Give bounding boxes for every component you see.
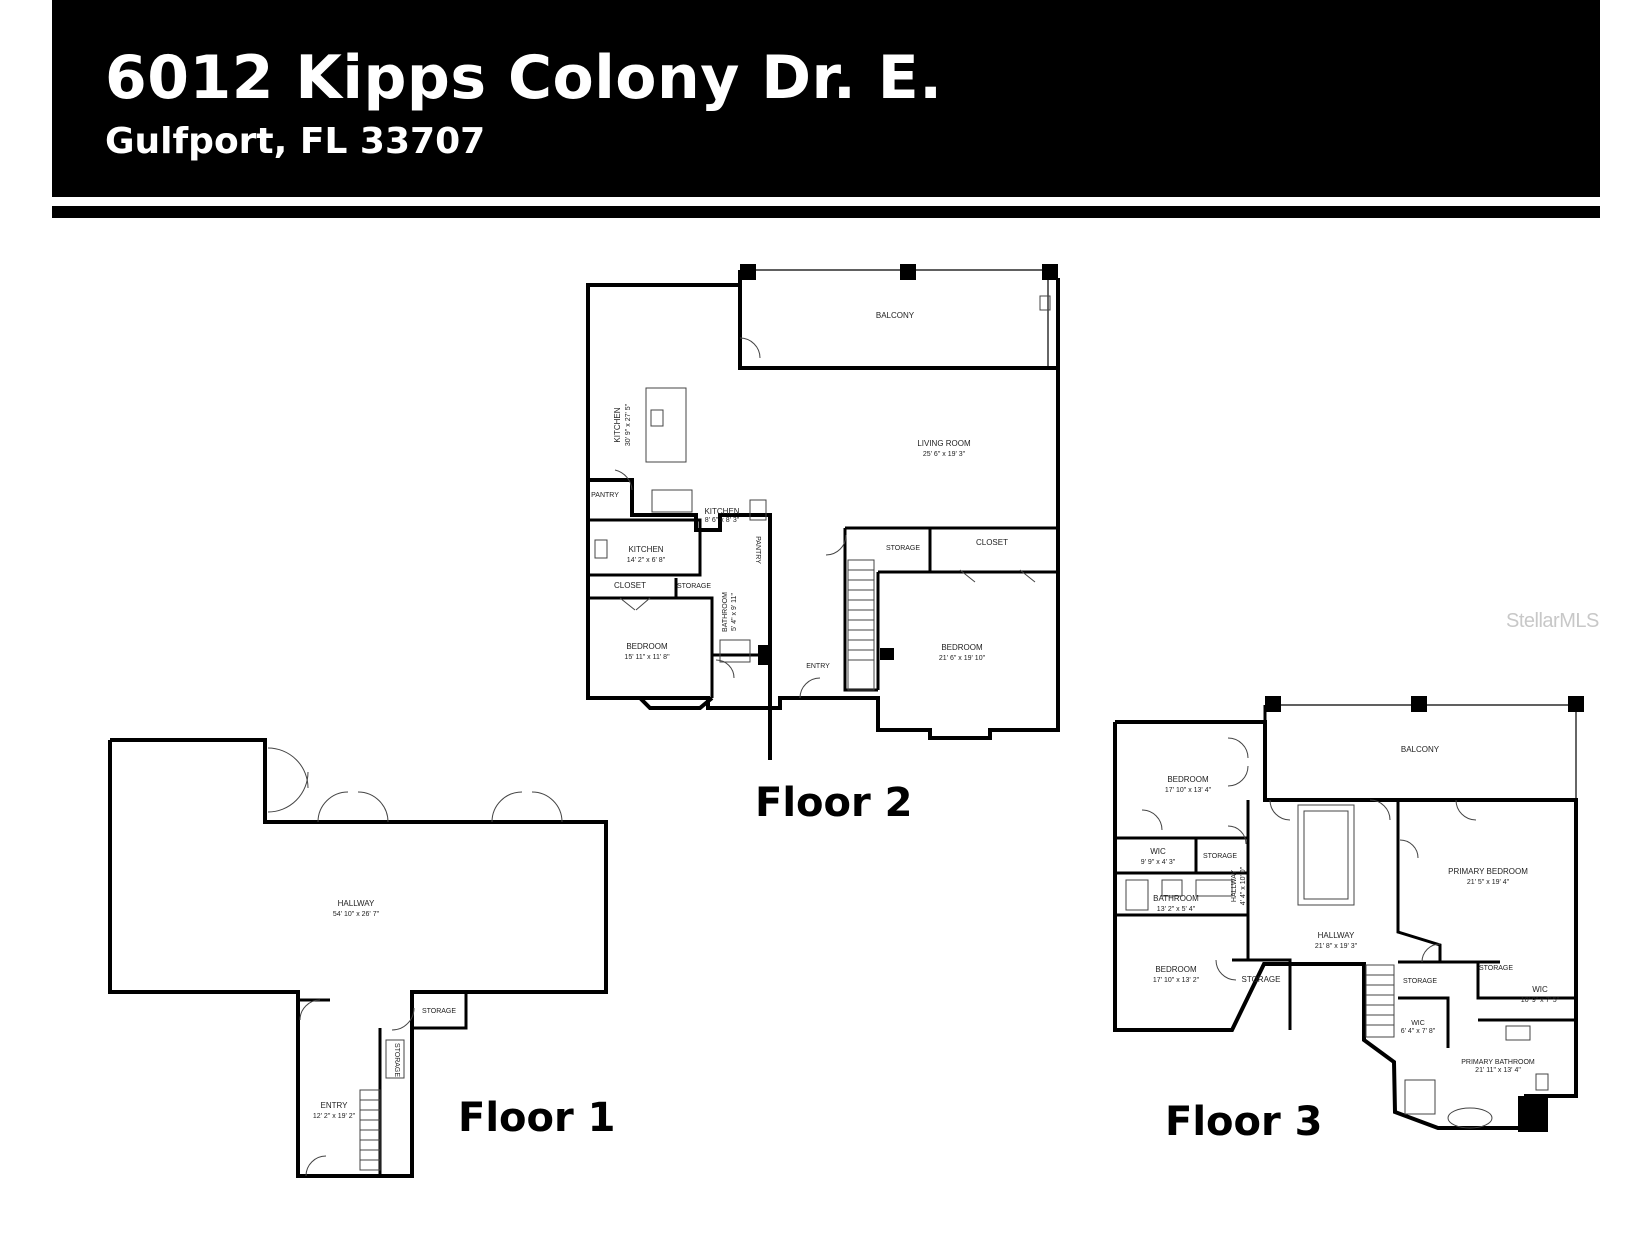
floor2-balcony-wall: [738, 270, 1058, 370]
address-city-line: Gulfport, FL 33707: [105, 121, 486, 162]
address-title: 6012 Kipps Colony Dr. E.: [105, 43, 943, 113]
room-label: BALCONY: [1401, 745, 1440, 754]
room-label: HALLWAY: [338, 899, 375, 908]
floor3-details: [1125, 737, 1549, 1129]
room-label: BATHROOM: [1153, 894, 1199, 903]
room-label: PRIMARY BEDROOM: [1448, 867, 1528, 876]
kitchen-island: [645, 387, 687, 463]
room-label: WIC: [1411, 1020, 1425, 1027]
floor2-bedroom1-wall: [588, 696, 714, 710]
room-dimensions: 25' 6" x 19' 3": [923, 451, 966, 458]
room-label: BEDROOM: [1155, 965, 1197, 974]
floor1-label: Floor 1: [458, 1095, 616, 1141]
room-dimensions: 10' 9" x 7' 5": [1521, 997, 1560, 1004]
room-label: STORAGE: [1242, 975, 1281, 984]
room-label: PRIMARY BATHROOM: [1461, 1059, 1535, 1066]
room-dimensions: 4' 4" x 10' 0": [1240, 866, 1247, 905]
room-label: BALCONY: [876, 311, 915, 320]
floor2-label: Floor 2: [755, 780, 913, 826]
room-label: STORAGE: [886, 545, 920, 552]
room-dimensions: 13' 2" x 5' 4": [1157, 906, 1196, 913]
room-dimensions: 21' 8" x 19' 3": [1315, 943, 1358, 950]
floor1-room-labels: HALLWAY 54' 10" x 26' 7" STORAGE ENTRY 1…: [313, 899, 457, 1120]
room-dimensions: 17' 10" x 13' 4": [1165, 787, 1212, 794]
room-label: CLOSET: [614, 581, 646, 590]
room-label: WIC: [1150, 847, 1166, 856]
room-label: LIVING ROOM: [917, 439, 971, 448]
floor3-plan: [1113, 704, 1578, 1130]
floor1-stairs: [359, 1039, 405, 1171]
room-dimensions: 21' 11" x 13' 4": [1475, 1067, 1521, 1074]
room-label: STORAGE: [677, 583, 711, 590]
floor2-outer-wall: [586, 278, 1060, 740]
room-label: BEDROOM: [626, 642, 668, 651]
floor1-details: [267, 747, 563, 1177]
room-label: STORAGE: [1403, 978, 1437, 985]
stellarmls-watermark: StellarMLS: [1506, 610, 1599, 632]
room-dimensions: 5' 4" x 9' 11": [731, 593, 738, 631]
room-dimensions: 17' 10" x 13' 2": [1153, 977, 1200, 984]
room-label: PANTRY: [591, 492, 619, 499]
room-label: STORAGE: [1479, 965, 1513, 972]
floor2-closet-wall: [588, 596, 770, 657]
floor2-room-labels: BALCONY KITCHEN 30' 9" x 27' 5" LIVING R…: [591, 311, 1008, 670]
floor2-stairs: [847, 559, 875, 691]
room-label: STORAGE: [422, 1008, 456, 1015]
tub: [1447, 1107, 1493, 1129]
room-label: BATHROOM: [722, 592, 729, 632]
floor2-kitchen2-wall: [588, 518, 702, 577]
floor3-room-labels: BALCONY BEDROOM 17' 10" x 13' 4" WIC 9' …: [1141, 745, 1560, 1074]
floor2-kitchen-wall: [588, 478, 772, 760]
floor3-label: Floor 3: [1165, 1099, 1323, 1145]
room-label: BEDROOM: [1167, 775, 1209, 784]
room-dimensions: 8' 6" x 8' 3": [705, 517, 740, 524]
room-label: STORAGE: [1203, 853, 1237, 860]
floor2-stair-side: [843, 528, 878, 692]
floor2-plan: [586, 269, 1060, 760]
floor2-details: [594, 295, 1051, 699]
room-label: KITCHEN: [628, 545, 663, 554]
header-rule: [52, 206, 1600, 218]
floor3-stairs: [1365, 964, 1395, 1038]
room-dimensions: 9' 9" x 4' 3": [1141, 859, 1176, 866]
room-dimensions: 14' 2" x 6' 8": [627, 557, 666, 564]
room-label: PANTRY: [754, 536, 761, 564]
room-label: ENTRY: [321, 1101, 349, 1110]
bathtub: [1125, 879, 1149, 911]
room-label: STORAGE: [393, 1043, 400, 1077]
room-label: HALLWAY: [1231, 870, 1238, 902]
room-label: HALLWAY: [1318, 931, 1355, 940]
room-dimensions: 21' 6" x 19' 10": [939, 655, 986, 662]
floor3-outer-wall: [1113, 720, 1578, 1130]
shower: [1404, 1079, 1436, 1115]
floor1-storage-wall: [412, 990, 468, 1030]
room-dimensions: 21' 5" x 19' 4": [1467, 879, 1510, 886]
room-dimensions: 30' 9" x 27' 5": [625, 403, 632, 446]
room-label: WIC: [1532, 985, 1548, 994]
room-dimensions: 6' 4" x 7' 8": [1401, 1028, 1436, 1035]
room-label: KITCHEN: [704, 507, 739, 516]
header-banner: [52, 0, 1600, 197]
floor3-columns: [1265, 696, 1584, 1132]
room-label: CLOSET: [976, 538, 1008, 547]
room-label: KITCHEN: [613, 407, 622, 442]
open-to-below: [1297, 804, 1355, 906]
room-dimensions: 12' 2" x 19' 2": [313, 1113, 356, 1120]
room-label: BEDROOM: [941, 643, 983, 652]
floor2-columns: [740, 264, 1058, 665]
room-dimensions: 54' 10" x 26' 7": [333, 911, 380, 918]
room-label: ENTRY: [806, 663, 830, 670]
room-dimensions: 15' 11" x 11' 8": [624, 654, 670, 661]
